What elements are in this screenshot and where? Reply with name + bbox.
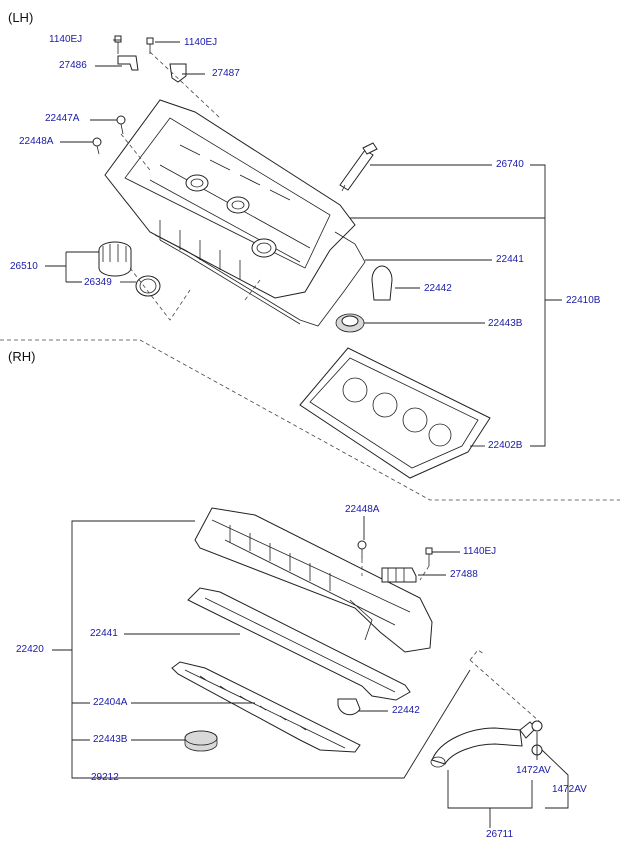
half-moon-seal-22442-rh xyxy=(337,698,361,716)
part-label-27488[interactable]: 27488 xyxy=(450,569,478,580)
part-label-29212[interactable]: 29212 xyxy=(91,772,119,783)
bracket-27487 xyxy=(169,63,187,83)
cylinder-head-cover-lh xyxy=(104,99,356,299)
ignition-coil-26740 xyxy=(339,142,378,192)
gasket-22404a xyxy=(171,661,361,753)
cylinder-head-cover-rh xyxy=(194,507,433,653)
part-label-26510[interactable]: 26510 xyxy=(10,261,38,272)
sensor-27488 xyxy=(381,567,417,583)
gasket-22402b xyxy=(299,347,491,479)
part-label-22441-lh[interactable]: 22441 xyxy=(496,254,524,265)
leader-1472av-b xyxy=(541,749,569,809)
part-label-22442-rh[interactable]: 22442 xyxy=(392,705,420,716)
part-label-27487[interactable]: 27487 xyxy=(212,68,240,79)
bolt-22448a-lh xyxy=(92,137,102,155)
part-label-22410b[interactable]: 22410B xyxy=(566,295,601,306)
gasket-22441-rh xyxy=(187,587,411,701)
part-label-1472av-a[interactable]: 1472AV xyxy=(516,765,551,776)
oil-filler-cap-26510 xyxy=(98,241,132,277)
part-label-1140ej-a[interactable]: 1140EJ xyxy=(49,34,83,45)
bracket-27486 xyxy=(117,55,139,71)
bolt-22448a-rh xyxy=(357,540,367,559)
bracket-22410b xyxy=(530,164,562,447)
section-label-rh: (RH) xyxy=(8,349,36,364)
part-label-22443b-lh[interactable]: 22443B xyxy=(488,318,523,329)
bolt-1140ej-left xyxy=(114,35,122,54)
leader-26510 xyxy=(45,251,99,283)
part-label-26711[interactable]: 26711 xyxy=(486,829,514,840)
part-label-22404a[interactable]: 22404A xyxy=(93,697,128,708)
part-label-22448a-lh[interactable]: 22448A xyxy=(19,136,54,147)
breather-hose-26711 xyxy=(430,721,537,768)
bracket-26711 xyxy=(447,770,533,828)
bolt-1140ej-right xyxy=(146,37,154,54)
part-label-26740[interactable]: 26740 xyxy=(496,159,524,170)
part-label-22443b-rh[interactable]: 22443B xyxy=(93,734,128,745)
spark-plug-seal-22443b-lh xyxy=(335,313,365,333)
half-moon-seal-22442-lh xyxy=(371,265,393,301)
bolt-1140ej-rh xyxy=(425,547,433,566)
part-label-1472av-b[interactable]: 1472AV xyxy=(552,784,587,795)
part-label-22402b[interactable]: 22402B xyxy=(488,440,523,451)
part-label-22441-rh[interactable]: 22441 xyxy=(90,628,118,639)
part-label-22447a[interactable]: 22447A xyxy=(45,113,80,124)
part-label-1140ej-b[interactable]: 1140EJ xyxy=(184,37,218,48)
part-label-26349[interactable]: 26349 xyxy=(84,277,112,288)
bolt-22447a xyxy=(116,115,126,135)
section-divider xyxy=(0,339,620,501)
part-label-27486[interactable]: 27486 xyxy=(59,60,87,71)
part-label-22442-lh[interactable]: 22442 xyxy=(424,283,452,294)
gasket-22441-lh xyxy=(154,231,366,327)
part-label-22448a-rh[interactable]: 22448A xyxy=(345,504,380,515)
part-label-22420[interactable]: 22420 xyxy=(16,644,44,655)
part-label-1140ej-rh[interactable]: 1140EJ xyxy=(463,546,497,557)
spark-plug-seal-22443b-rh xyxy=(184,730,218,752)
section-label-lh: (LH) xyxy=(8,10,34,25)
hose-clamp-1472av-a xyxy=(531,720,543,732)
